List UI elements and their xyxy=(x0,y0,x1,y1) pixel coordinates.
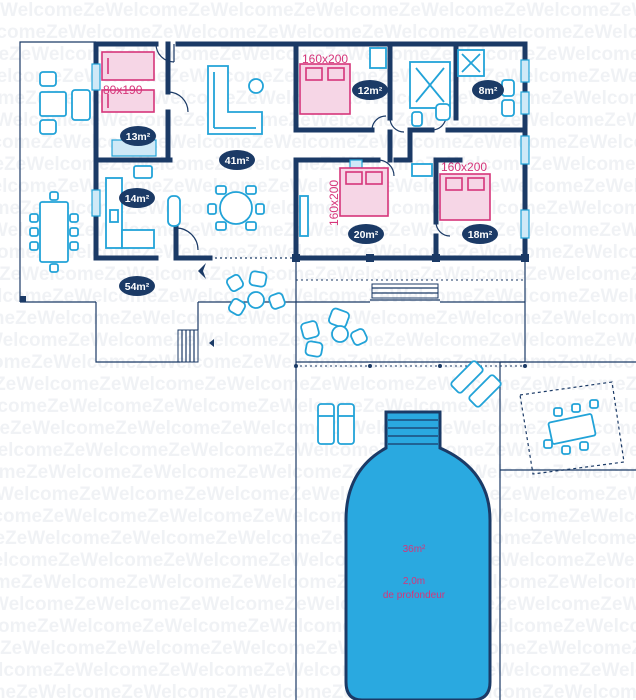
svg-text:54m²: 54m² xyxy=(125,281,150,293)
area-badge-8: 8m² xyxy=(472,80,504,100)
svg-text:14m²: 14m² xyxy=(125,193,150,205)
svg-text:20m²: 20m² xyxy=(354,229,379,241)
site-outline xyxy=(19,41,636,700)
area-badges: 13m² 41m² 12m² 8m² 14m² 20m² 18m² 54m² xyxy=(119,80,504,296)
area-badge-14: 14m² xyxy=(119,188,155,208)
door-swings xyxy=(155,43,451,251)
area-badge-13: 13m² xyxy=(120,126,156,146)
pool-depth-label-2: de profondeur xyxy=(383,590,446,601)
svg-text:18m²: 18m² xyxy=(468,229,493,241)
area-badge-41: 41m² xyxy=(219,150,255,170)
pool-depth-label: 2,0m xyxy=(403,576,425,587)
area-badge-18: 18m² xyxy=(462,224,498,244)
svg-text:13m²: 13m² xyxy=(126,131,151,143)
svg-text:41m²: 41m² xyxy=(225,155,250,167)
entrance-arrow-icon xyxy=(198,263,206,279)
svg-text:8m²: 8m² xyxy=(479,85,498,97)
svg-text:12m²: 12m² xyxy=(358,85,383,97)
area-badge-20: 20m² xyxy=(348,224,384,244)
bed-label-bedroom-20: 160x200 xyxy=(327,180,341,226)
bed-label-bedroom-12: 160x200 xyxy=(302,52,348,66)
furniture xyxy=(29,47,599,455)
bed-label-bedroom-18: 160x200 xyxy=(441,160,487,174)
beds xyxy=(101,51,491,221)
bed-label-single: 80x190 xyxy=(103,83,143,97)
area-badge-54: 54m² xyxy=(119,276,155,296)
posts xyxy=(20,254,529,368)
pool-area-label: 36m² xyxy=(403,544,426,555)
stairs-arrow-icon xyxy=(209,339,214,347)
swimming-pool: 36m² 2,0m de profondeur xyxy=(344,410,492,700)
area-badge-12: 12m² xyxy=(352,80,388,100)
